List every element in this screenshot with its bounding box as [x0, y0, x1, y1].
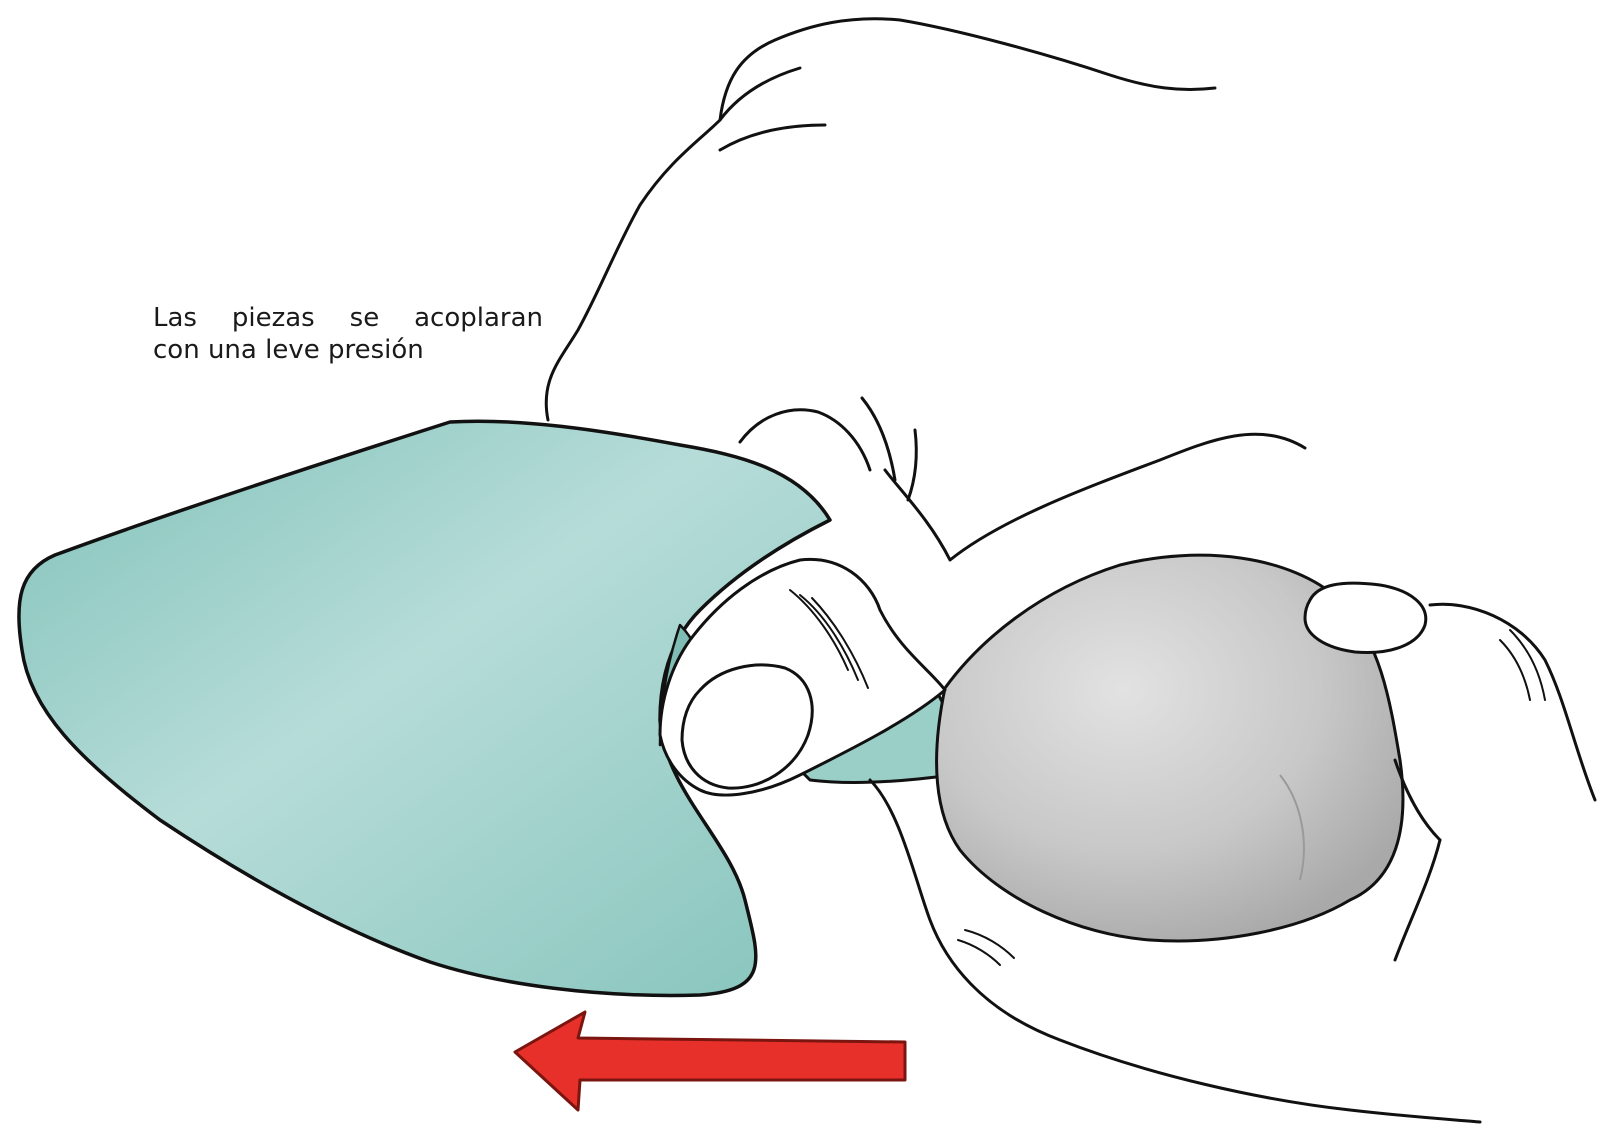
caption-line-1: Las piezas se acoplaran	[153, 302, 543, 334]
left-arrow-icon	[515, 1012, 905, 1110]
instruction-caption: Las piezas se acoplaran con una leve pre…	[153, 302, 543, 366]
caption-line-2: con una leve presión	[153, 334, 543, 366]
